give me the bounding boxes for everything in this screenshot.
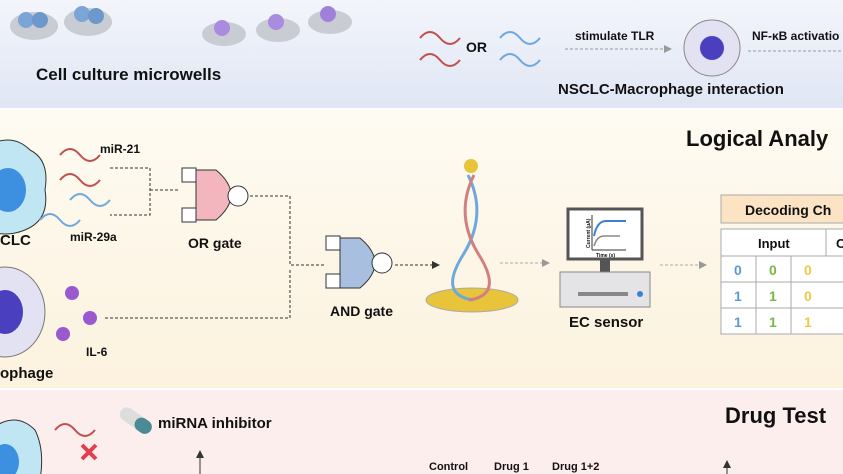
x-axis-label: Time (s) xyxy=(596,253,615,259)
logical-analysis-title: Logical Analy xyxy=(686,126,829,151)
connector xyxy=(105,195,325,319)
or-label: OR xyxy=(466,39,487,55)
decoding-chart-title: Decoding Ch xyxy=(745,202,831,218)
output-header: O xyxy=(836,236,843,251)
group-label-drug1: Drug 1 xyxy=(494,461,529,473)
connector xyxy=(110,167,180,216)
pill-icon xyxy=(119,407,152,434)
macrophage-icon xyxy=(683,19,741,77)
nfkb-activation-label: NF-κB activatio xyxy=(752,29,839,43)
cell: 0 xyxy=(804,288,812,304)
nsclc-label: CLC xyxy=(0,232,31,249)
group-label-drug12: Drug 1+2 xyxy=(552,461,599,473)
cell: 1 xyxy=(769,314,777,330)
input-header: Input xyxy=(758,236,790,251)
il6-label: IL-6 xyxy=(86,345,108,359)
drug-test-title: Drug Test xyxy=(725,403,827,428)
dna-electrode-icon xyxy=(425,159,519,313)
cell: 1 xyxy=(769,288,777,304)
interaction-label: NSCLC-Macrophage interaction xyxy=(558,81,784,98)
nsclc-cell-icon xyxy=(0,419,98,474)
cell: 1 xyxy=(804,314,812,330)
truth-table-values: 0 0 0 1 1 0 1 1 1 xyxy=(734,262,812,330)
nsclc-cell-icon xyxy=(0,139,47,235)
mirna-strands-icon xyxy=(419,31,541,67)
mirna-icons xyxy=(39,148,111,227)
cell: 1 xyxy=(734,288,742,304)
or-gate-icon xyxy=(181,167,249,223)
cell: 0 xyxy=(769,262,777,278)
cell: 0 xyxy=(804,262,812,278)
bottom-band xyxy=(0,390,843,474)
stimulate-tlr-label: stimulate TLR xyxy=(575,29,655,43)
group-label-control: Control xyxy=(429,461,468,473)
mir21-label: miR-21 xyxy=(100,142,140,156)
and-gate-label: AND gate xyxy=(330,303,393,319)
decoding-chart-header xyxy=(720,194,843,224)
macrophage-cell-icon xyxy=(0,266,97,358)
microwell-icons xyxy=(10,6,352,46)
truth-table xyxy=(720,228,843,335)
y-axis-label: Current (μA) xyxy=(586,218,592,248)
mir29a-label: miR-29a xyxy=(70,230,117,244)
macrophage-label: ophage xyxy=(0,365,53,382)
cell: 0 xyxy=(734,262,742,278)
middle-band xyxy=(0,110,843,388)
cell: 1 xyxy=(734,314,742,330)
or-gate-label: OR gate xyxy=(188,235,242,251)
ec-sensor-label: EC sensor xyxy=(569,314,643,331)
mirna-inhibitor-label: miRNA inhibitor xyxy=(158,415,272,432)
and-gate-icon xyxy=(325,235,393,289)
ec-sensor-icon xyxy=(559,207,651,308)
cell-culture-label: Cell culture microwells xyxy=(36,65,221,84)
